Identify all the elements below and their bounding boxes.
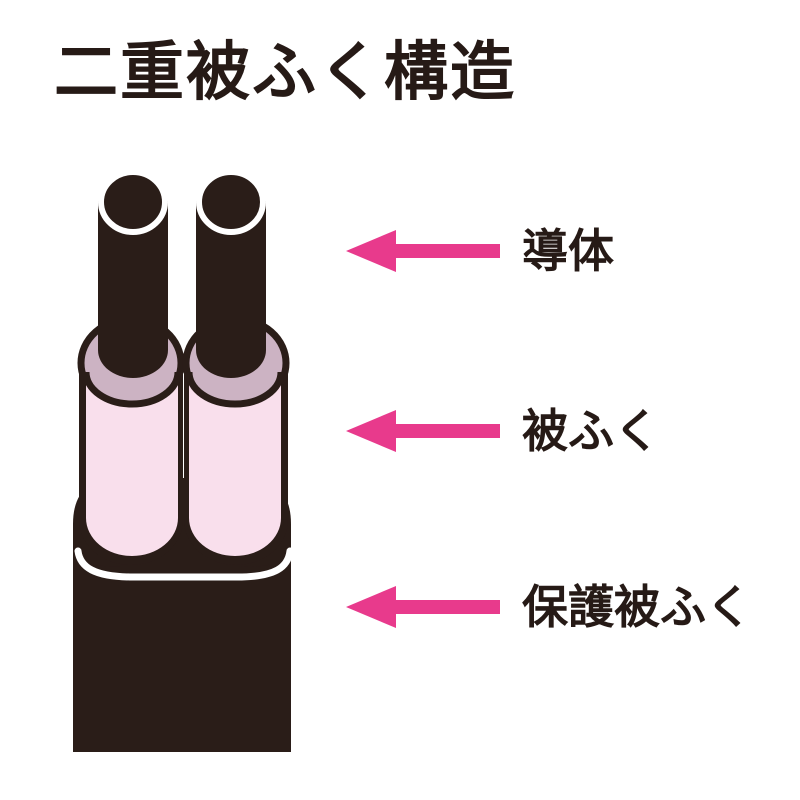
- left-arrow-icon: [346, 230, 500, 272]
- callout-protective-sheath: 保護被ふく: [346, 580, 752, 634]
- left-arrow-shaft: [396, 244, 500, 258]
- protective-sheath-label: 保護被ふく: [522, 580, 752, 634]
- insulation-body-right: [189, 372, 281, 556]
- left-arrow-shaft: [396, 600, 500, 614]
- conductor-right: [196, 201, 266, 378]
- left-arrow-icon: [346, 586, 500, 628]
- left-arrow-head-icon: [346, 586, 396, 628]
- conductor-top-face-right: [196, 169, 266, 235]
- callout-insulation: 被ふく: [346, 404, 660, 458]
- cable-cutaway-illustration: [73, 169, 294, 752]
- callout-conductor: 導体: [346, 224, 614, 278]
- conductor-left: [98, 201, 168, 378]
- insulation-lip-left: [82, 371, 182, 408]
- left-arrow-shaft: [396, 424, 500, 438]
- page-title: 二重被ふく構造: [54, 36, 516, 110]
- insulation-body-left: [86, 372, 178, 556]
- left-arrow-icon: [346, 410, 500, 452]
- left-arrow-head-icon: [346, 230, 396, 272]
- outer-sheath-front-lip: [73, 547, 291, 752]
- sheath-highlight-arc: [74, 547, 294, 581]
- left-arrow-head-icon: [346, 410, 396, 452]
- conductor-label: 導体: [522, 224, 614, 278]
- conductor-top-face-left: [98, 169, 168, 235]
- insulation-label: 被ふく: [522, 404, 660, 458]
- insulation-lip-right: [185, 371, 285, 408]
